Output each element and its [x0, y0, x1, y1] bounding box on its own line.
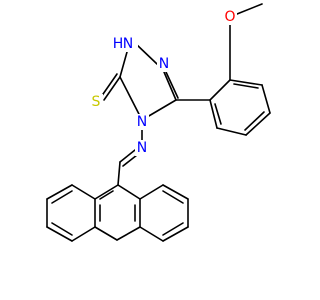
anthracene-bond	[117, 184, 141, 200]
anthracene-bond	[71, 226, 96, 242]
oxygen-label: O	[224, 9, 235, 25]
anthracene-bond	[139, 184, 164, 200]
anthracene-bond	[99, 190, 114, 200]
phenyl-bond	[261, 84, 271, 114]
anthracene-bond	[71, 184, 96, 200]
nh-hydrogen-label: H	[113, 36, 124, 52]
sulfur-label: S	[92, 94, 101, 110]
methoxy-bond	[236, 3, 263, 15]
anthracene-bond	[46, 226, 73, 242]
anthracene-bond	[116, 226, 141, 241]
triazole-bond	[119, 76, 143, 121]
oxygen-label-mask	[223, 9, 237, 25]
atom-labels: H N N N N S O	[89, 9, 237, 156]
phenyl-bond	[244, 111, 265, 131]
anthracene-bond	[46, 184, 73, 200]
anthracene-bond	[51, 222, 73, 236]
triazole-bond	[165, 71, 179, 99]
molecule-drawing: H N N N N S O	[46, 3, 271, 242]
thione-bond	[103, 76, 121, 101]
phenyl-bond	[229, 79, 263, 86]
anthracene-bond	[162, 184, 189, 200]
n2-label-mask	[157, 56, 171, 72]
n4-nitrogen-label: N	[137, 114, 147, 130]
anthracene-bond	[162, 226, 189, 242]
phenyl-bond	[233, 83, 259, 89]
nh-nitrogen-label: N	[123, 36, 133, 52]
imine-bond	[122, 154, 138, 167]
bond-lines	[46, 3, 271, 242]
anthracene-bond	[94, 184, 119, 200]
phenyl-bond	[214, 103, 222, 125]
phenyl-bond	[209, 99, 218, 129]
phenyl-bond	[209, 79, 231, 101]
nh-label-mask	[112, 36, 138, 52]
ring-nitrogen-label: N	[159, 56, 169, 72]
imine-bond	[119, 149, 136, 163]
anthracene-bond	[51, 190, 73, 204]
anthracene-link-bond	[117, 161, 121, 186]
anthracene-bond	[94, 226, 118, 241]
anthracene-bond	[139, 226, 164, 242]
triazole-bond	[163, 71, 177, 101]
imine-label-mask	[135, 140, 149, 156]
phenyl-bond	[245, 112, 271, 136]
imine-nitrogen-label: N	[137, 140, 147, 156]
sulfur-label-mask	[89, 94, 103, 110]
thione-bond	[100, 73, 118, 98]
triazole-bond	[135, 43, 158, 65]
n4-label-mask	[135, 114, 149, 130]
phenyl-bond	[216, 127, 247, 136]
triazole-bond	[119, 51, 128, 78]
anthracene-bond	[162, 190, 184, 204]
anthracene-bond	[162, 222, 184, 236]
